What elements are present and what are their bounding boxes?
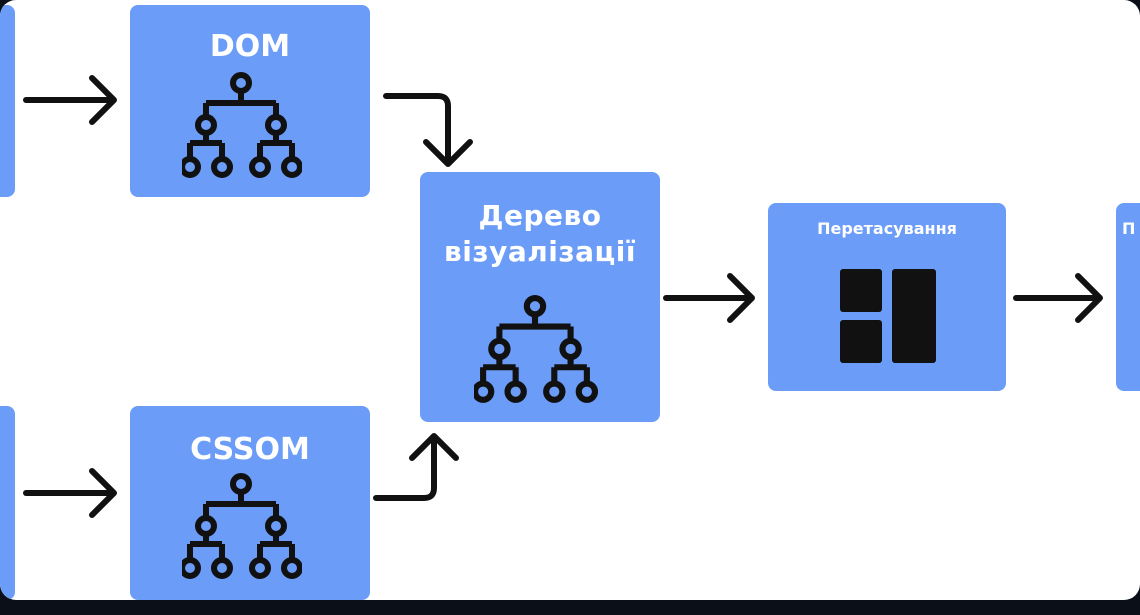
node-dom: DOM — [130, 5, 370, 197]
node-render-tree-title-line1: Дерево — [478, 199, 602, 232]
arrow-dom-to-render-tree — [383, 93, 473, 167]
tree-hierarchy-icon — [182, 72, 302, 178]
connector-arrows — [23, 75, 1103, 518]
partial-node-top-left — [0, 5, 15, 197]
node-render-tree-title-line2: візуалізації — [444, 235, 636, 268]
arrow-to-cssom — [23, 468, 117, 518]
node-reflow: Перетасування — [768, 203, 1006, 391]
tree-hierarchy-icon — [474, 295, 598, 403]
layout-blocks-icon — [840, 269, 936, 363]
tree-hierarchy-icon — [182, 473, 302, 579]
node-dom-title: DOM — [209, 29, 291, 64]
arrow-to-dom — [23, 75, 117, 125]
partial-node-bottom-left — [0, 406, 15, 600]
arrow-render-tree-to-reflow — [663, 273, 755, 323]
node-reflow-title: Перетасування — [817, 219, 957, 238]
arrow-cssom-to-render-tree — [373, 433, 459, 501]
diagram-canvas: DOM CSSOM — [0, 0, 1140, 600]
node-cssom-title: CSSOM — [190, 432, 310, 467]
node-cssom: CSSOM — [130, 406, 370, 600]
node-render-tree: Дерево візуалізації — [420, 172, 660, 422]
node-next-title: П — [1122, 219, 1136, 238]
node-next: П — [1116, 203, 1140, 391]
node-render-tree-title: Дерево візуалізації — [420, 198, 660, 270]
arrow-reflow-to-next — [1013, 273, 1103, 323]
